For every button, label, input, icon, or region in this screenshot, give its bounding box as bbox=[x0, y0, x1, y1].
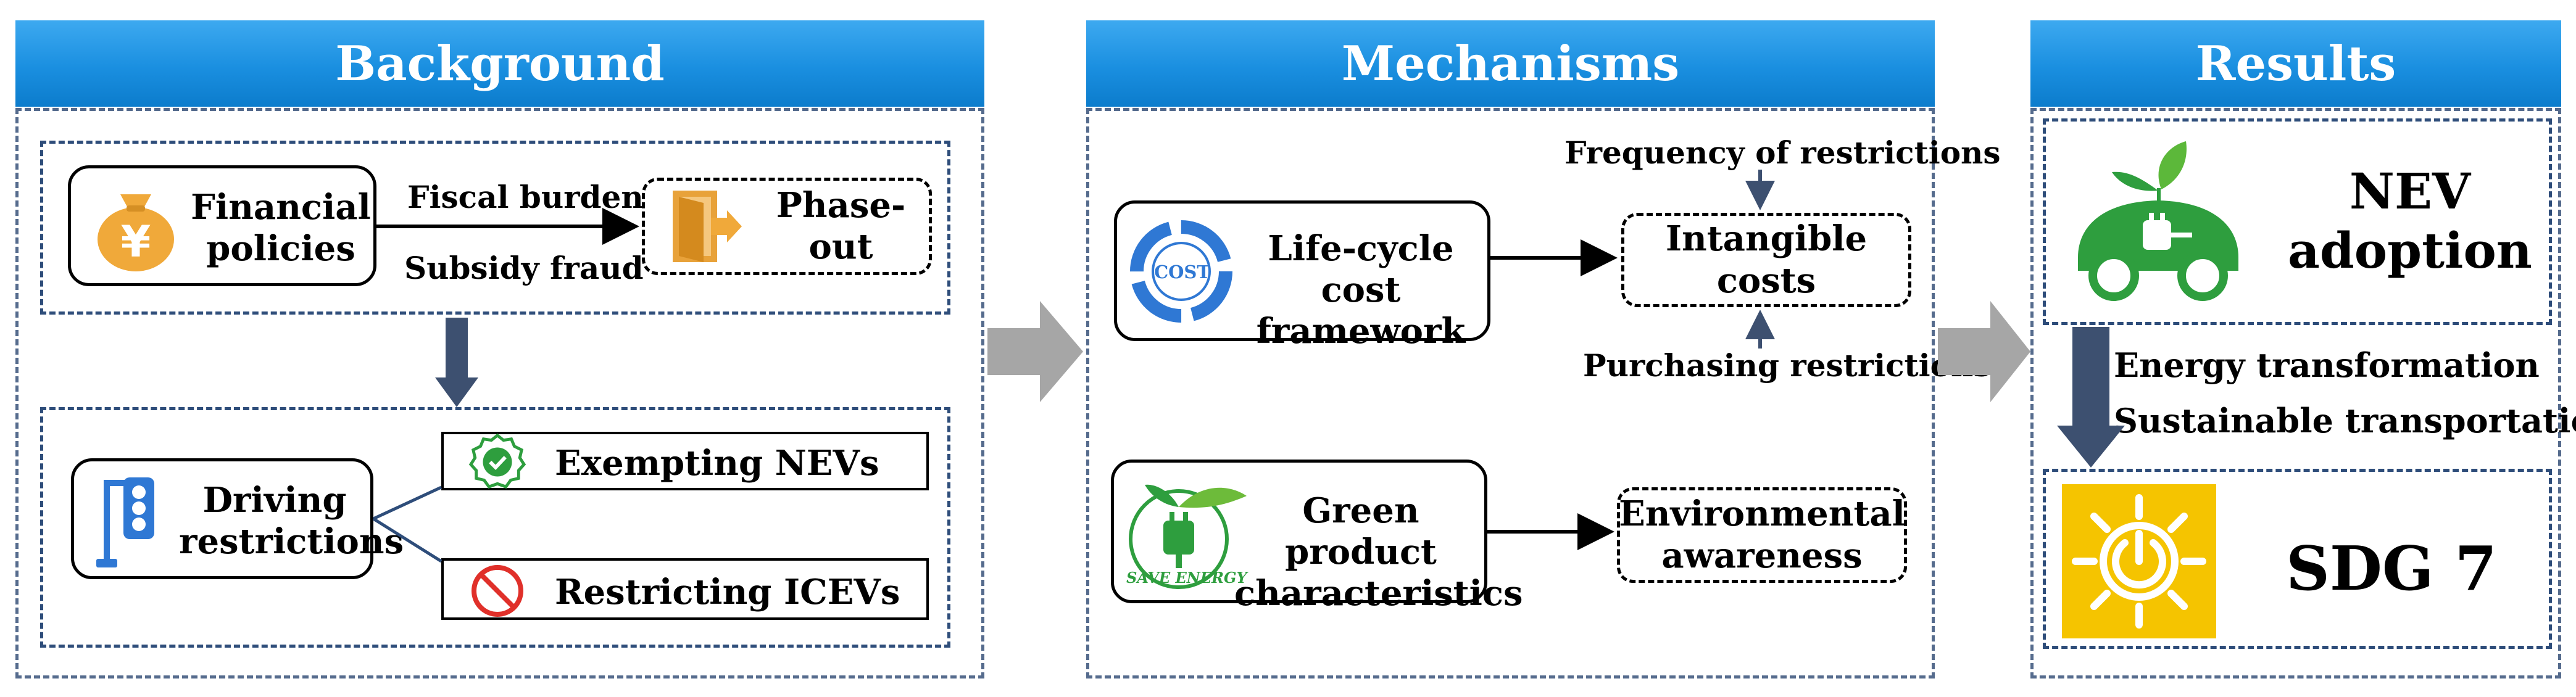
yuan-symbol: ¥ bbox=[120, 217, 151, 267]
phase-out-label: Phase-out bbox=[776, 184, 906, 267]
traffic-light-icon bbox=[96, 477, 154, 567]
driving-restrictions-label: Driving restrictions bbox=[179, 480, 404, 563]
prohibited-icon bbox=[472, 565, 523, 617]
header-mechanisms: Mechanisms bbox=[1086, 20, 1935, 107]
sdg7-box: SDG 7 bbox=[2043, 469, 2552, 649]
sun-power-icon bbox=[2062, 484, 2216, 638]
environmental-awareness-box: Environmental awareness bbox=[1617, 487, 1907, 583]
life-cycle-cost-label: Life-cycle cost framework bbox=[1256, 228, 1466, 352]
check-badge-icon bbox=[468, 433, 526, 489]
driving-restrictions-box: Driving restrictions bbox=[71, 458, 404, 579]
save-energy-text: SAVE ENERGY bbox=[1126, 569, 1247, 587]
energy-transformation-label: Energy transformation bbox=[2114, 345, 2540, 385]
cost-icon-text: COST bbox=[1154, 262, 1210, 283]
mechanisms-panel bbox=[1086, 108, 1935, 678]
restricting-icevs-label: Restricting ICEVs bbox=[555, 572, 900, 612]
intangible-costs-box: Intangible costs bbox=[1621, 213, 1911, 307]
frequency-of-restrictions-label: Frequency of restrictions bbox=[1564, 134, 2001, 171]
header-mechanisms-label: Mechanisms bbox=[1341, 35, 1680, 92]
exempting-nevs-label: Exempting NEVs bbox=[555, 443, 879, 484]
subsidy-fraud-label: Subsidy fraud bbox=[404, 250, 644, 286]
nev-adoption-box: NEV adoption bbox=[2043, 118, 2552, 325]
cost-cycle-icon bbox=[1130, 220, 1232, 323]
green-car-icon bbox=[2078, 141, 2238, 301]
intangible-costs-label: Intangible costs bbox=[1665, 218, 1868, 301]
header-results: Results bbox=[2030, 20, 2561, 107]
green-product-box: SAVE ENERGY Green product characteristic… bbox=[1111, 460, 1523, 614]
exempting-nevs-box: Exempting NEVs bbox=[441, 432, 929, 490]
background-to-mechanisms-arrow bbox=[987, 301, 1083, 402]
environmental-awareness-label: Environmental awareness bbox=[1619, 493, 1905, 576]
results-panel bbox=[2030, 108, 2561, 678]
header-results-label: Results bbox=[2195, 35, 2396, 92]
financial-policies-box: ¥ Financial policies bbox=[68, 165, 376, 286]
driving-restrictions-group bbox=[40, 407, 950, 648]
background-panel bbox=[15, 108, 984, 678]
green-product-label: Green product characteristics bbox=[1234, 490, 1523, 614]
purchasing-restrictions-label: Purchasing restrictions bbox=[1583, 347, 1991, 384]
sustainable-transportation-label: Sustainable transportation bbox=[2114, 401, 2576, 440]
life-cycle-cost-box: COST Life-cycle cost framework bbox=[1114, 200, 1490, 352]
header-background-label: Background bbox=[335, 35, 665, 92]
money-bag-icon bbox=[98, 194, 174, 271]
financial-policies-label: Financial policies bbox=[191, 187, 371, 270]
nev-adoption-label: NEV adoption bbox=[2288, 162, 2532, 279]
header-background: Background bbox=[15, 20, 984, 107]
financial-policies-group bbox=[40, 141, 950, 315]
fiscal-burden-label: Fiscal burden bbox=[407, 179, 644, 215]
phase-out-box: Phase-out bbox=[642, 178, 932, 275]
exit-door-icon bbox=[673, 191, 742, 262]
sdg7-label: SDG 7 bbox=[2286, 534, 2497, 604]
save-energy-plug-icon bbox=[1129, 484, 1247, 589]
restricting-icevs-box: Restricting ICEVs bbox=[441, 558, 929, 620]
